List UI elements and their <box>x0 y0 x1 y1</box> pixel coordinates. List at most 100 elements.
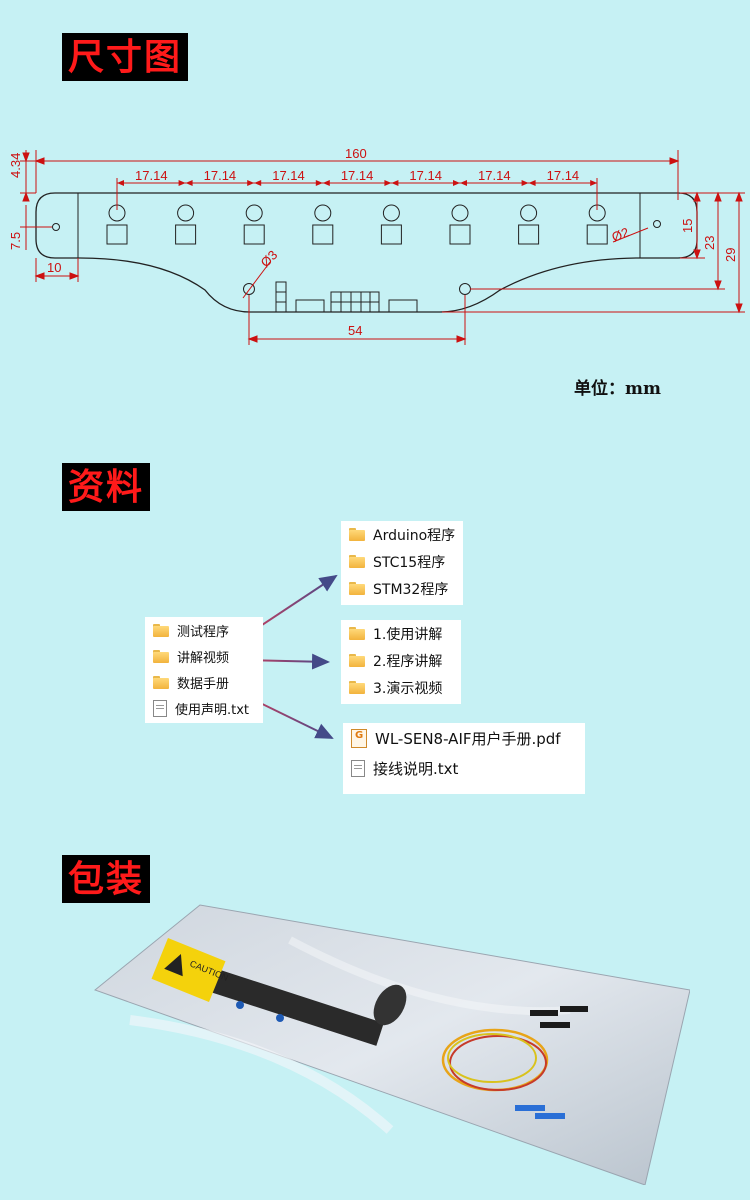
file-list-item[interactable]: 数据手册 <box>145 669 263 695</box>
cable-connectors <box>515 1006 588 1119</box>
file-list-item[interactable]: STM32程序 <box>341 575 463 602</box>
left-mount-hole <box>52 223 60 231</box>
dimensions-section-title: 尺寸图 <box>62 33 189 81</box>
text-file-icon <box>351 759 365 777</box>
folder-icon <box>349 582 365 595</box>
folder-icon <box>349 681 365 694</box>
spacing-arrowhead <box>247 180 255 186</box>
spacing-arrowhead <box>254 180 262 186</box>
file-list-item[interactable]: 2.程序讲解 <box>341 647 461 674</box>
spacing-arrowhead <box>178 180 186 186</box>
file-name: 3.演示视频 <box>373 680 443 697</box>
spacing-arrowhead <box>453 180 460 186</box>
dim-spacing-label: 17.14 <box>478 168 511 183</box>
videos-folder-panel: 1.使用讲解 2.程序讲解 3.演示视频 <box>341 620 461 704</box>
file-name: 测试程序 <box>177 624 230 640</box>
spacing-arrowhead <box>315 180 323 186</box>
file-list-item[interactable]: Arduino程序 <box>341 521 463 548</box>
component-block-3 <box>388 299 418 313</box>
component-block-1 <box>275 281 287 313</box>
sensor-led <box>314 204 332 222</box>
folder-icon <box>349 654 365 667</box>
dim-top-offset: 4.34 <box>8 153 23 178</box>
file-name: 2.程序讲解 <box>373 653 443 670</box>
sensor-pad <box>380 224 402 245</box>
file-list-item[interactable]: 1.使用讲解 <box>341 620 461 647</box>
folder-icon <box>349 627 365 640</box>
dim-spacing-label: 17.14 <box>272 168 305 183</box>
dim-total-length: 160 <box>345 146 367 161</box>
spacing-arrowhead <box>590 180 598 186</box>
spacing-arrowhead <box>460 180 467 186</box>
file-list-item[interactable]: WL-SEN8-AIF用户手册.pdf <box>343 723 585 753</box>
spacing-arrowhead <box>117 180 124 186</box>
sensor-led <box>177 204 195 222</box>
dim-spacing-label: 17.14 <box>204 168 237 183</box>
spacing-arrowhead <box>384 180 392 186</box>
file-list-item[interactable]: 使用声明.txt <box>145 695 263 721</box>
file-name: 使用声明.txt <box>175 702 250 718</box>
spacing-arrowhead <box>322 180 330 186</box>
dim-height-small: 15 <box>680 219 695 233</box>
dim-height-mid: 23 <box>702 236 717 250</box>
file-list-item[interactable]: 3.演示视频 <box>341 674 461 701</box>
dim-height-total: 29 <box>723 248 738 262</box>
file-name: 讲解视频 <box>177 650 230 666</box>
resources-root-panel: 测试程序讲解视频数据手册使用声明.txt <box>145 617 263 723</box>
sensor-led <box>520 204 538 222</box>
file-list-item[interactable]: 接线说明.txt <box>343 753 585 783</box>
dim-hole-offset: 7.5 <box>8 232 23 250</box>
programs-folder-panel: Arduino程序 STC15程序 STM32程序 <box>341 521 463 605</box>
file-name: STM32程序 <box>373 581 449 598</box>
file-name: WL-SEN8-AIF用户手册.pdf <box>375 729 561 748</box>
dim-left-edge: 10 <box>47 260 61 275</box>
sensor-led <box>451 204 469 222</box>
arrow-to-programs <box>249 574 338 634</box>
file-name: 1.使用讲解 <box>373 626 443 643</box>
folder-icon <box>349 555 365 568</box>
pdf-icon <box>351 728 367 748</box>
folder-icon <box>349 528 365 541</box>
right-mount-hole <box>653 220 661 228</box>
text-file-icon <box>153 699 167 717</box>
folder-icon <box>153 675 169 689</box>
dim-spacing-label: 17.14 <box>341 168 374 183</box>
folder-icon <box>153 623 169 637</box>
file-name: 数据手册 <box>177 676 230 692</box>
packaging-section-title: 包装 <box>62 855 151 903</box>
sensor-pad <box>175 224 197 245</box>
dim-hole-d2: Ø2 <box>610 224 632 244</box>
spacing-arrowhead <box>391 180 399 186</box>
spacing-arrowhead <box>521 180 529 186</box>
manuals-folder-panel: WL-SEN8-AIF用户手册.pdf 接线说明.txt <box>343 723 585 794</box>
dim-spacing-label: 17.14 <box>547 168 580 183</box>
sensor-pad <box>312 224 334 245</box>
file-list-item[interactable]: 测试程序 <box>145 617 263 643</box>
resources-section-title: 资料 <box>62 463 151 511</box>
esd-caution-label: CAUTION <box>151 938 230 1003</box>
component-block-2 <box>295 299 325 313</box>
file-list-item[interactable]: STC15程序 <box>341 548 463 575</box>
spacing-arrow-marks <box>117 180 598 186</box>
folder-icon <box>153 649 169 663</box>
dim-spacing-label: 17.14 <box>409 168 442 183</box>
file-name: STC15程序 <box>373 554 446 571</box>
file-list-item[interactable]: 讲解视频 <box>145 643 263 669</box>
file-name: Arduino程序 <box>373 527 456 544</box>
sensor-led <box>382 204 400 222</box>
bottom-left-hole <box>243 283 255 295</box>
sensor-pad <box>243 224 265 245</box>
spacing-labels: 17.14 17.14 17.14 17.14 17.14 17.14 17.14 <box>135 168 579 183</box>
dim-bottom-width: 54 <box>348 323 362 338</box>
spacing-arrowhead <box>185 180 193 186</box>
sensor-pad <box>518 224 540 245</box>
sensor-pad <box>106 224 128 245</box>
spacing-arrowhead <box>528 180 536 186</box>
unit-label: 单位：mm <box>574 379 661 399</box>
sensor-pad <box>449 224 471 245</box>
file-name: 接线说明.txt <box>373 759 459 778</box>
dim-spacing-label: 17.14 <box>135 168 168 183</box>
packaging-photo: CAUTION <box>93 904 690 1185</box>
sensor-pad <box>586 224 608 245</box>
